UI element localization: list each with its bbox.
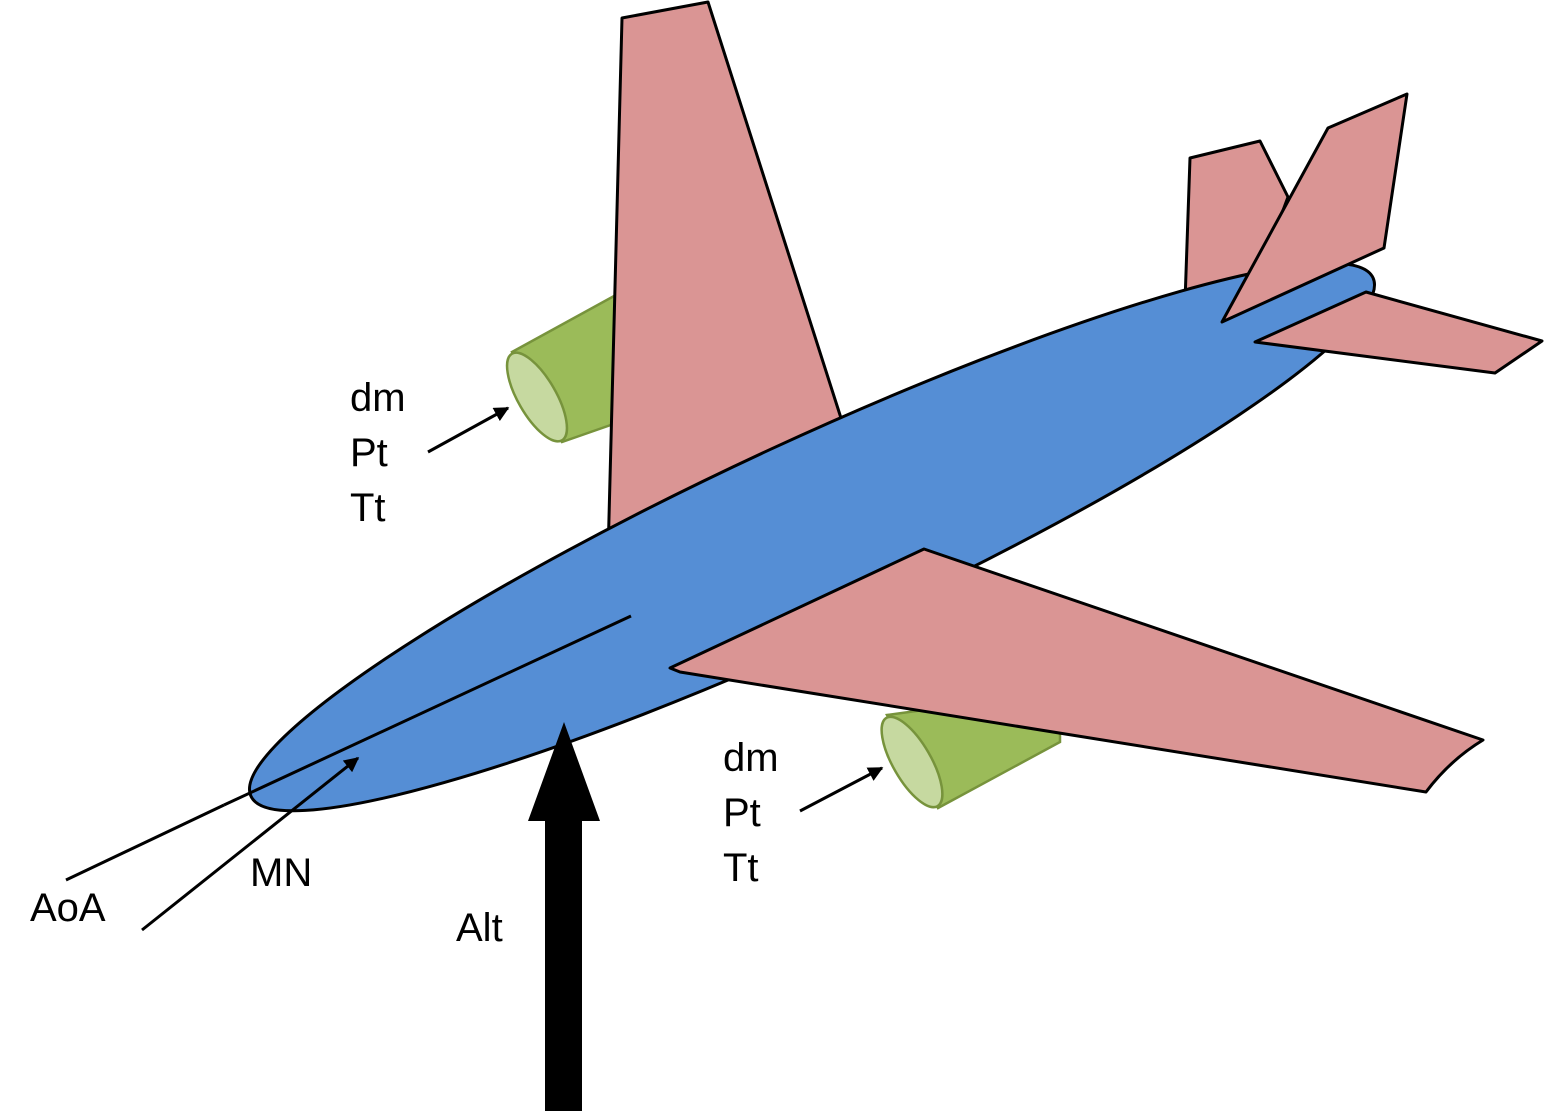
left-engine-arrow	[427, 406, 510, 454]
right-engine-label-pt: Pt	[723, 791, 761, 835]
mn-arrow	[141, 756, 360, 932]
aoa-label: AoA	[30, 886, 106, 930]
left-engine	[505, 287, 627, 444]
left-engine-label-pt: Pt	[350, 431, 388, 475]
fuselage-centerline	[223, 614, 632, 807]
altitude-label: Alt	[456, 906, 503, 950]
right-engine-arrow	[799, 766, 884, 813]
aoa-indicator-line	[65, 803, 225, 882]
fuselage	[223, 261, 1376, 813]
horizontal-stabilizer	[1253, 290, 1544, 375]
left-engine-intake	[505, 351, 569, 443]
right-engine-intake	[880, 715, 944, 809]
near-main-wing	[668, 547, 1485, 794]
right-engine-label-dm: dm	[723, 736, 779, 780]
left-engine-label-tt: Tt	[350, 486, 386, 530]
left-engine-label-dm: dm	[350, 376, 406, 420]
right-engine-label-tt: Tt	[723, 846, 759, 890]
vertical-tail-fin	[1220, 92, 1409, 324]
altitude-arrow	[528, 722, 600, 1111]
mn-label: MN	[250, 851, 312, 895]
